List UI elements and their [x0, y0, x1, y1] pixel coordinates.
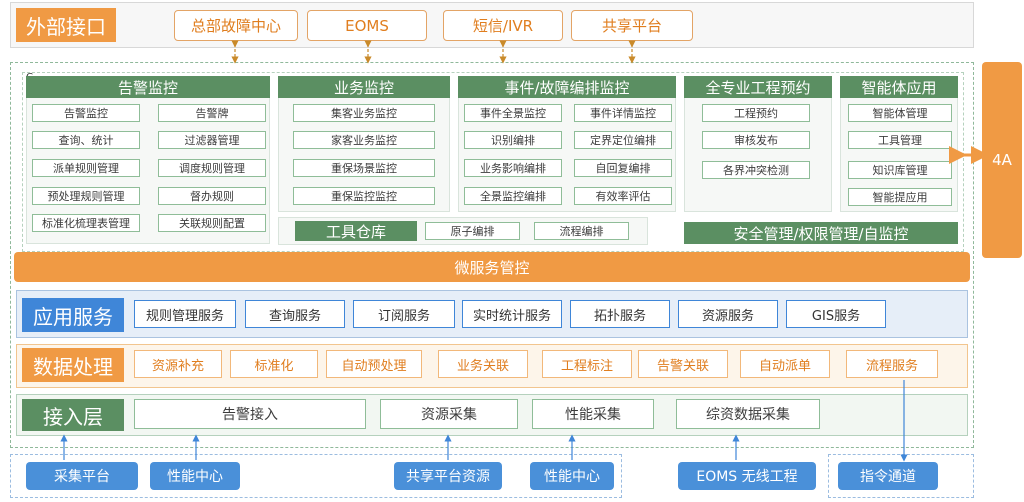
cell-overview-orch[interactable]: 全景监控编排: [464, 187, 562, 205]
cell-efficiency-eval[interactable]: 有效率评估: [574, 187, 672, 205]
data-auto-preprocess[interactable]: 自动预处理: [326, 350, 422, 378]
app-service-title: 应用服务: [22, 298, 124, 332]
access-layer-title: 接入层: [22, 399, 124, 431]
cell-knowledge-manage[interactable]: 知识库管理: [848, 161, 952, 179]
cell-auto-recover-orch[interactable]: 自回复编排: [574, 159, 672, 177]
source-eoms-wireless[interactable]: EOMS 无线工程: [678, 462, 816, 490]
cell-supervise-rules[interactable]: 督办规则: [158, 187, 266, 205]
microservice-management-bar[interactable]: 微服务管控: [14, 252, 970, 282]
cell-dispatch-rules[interactable]: 派单规则管理: [32, 159, 140, 177]
source-performance-center[interactable]: 性能中心: [150, 462, 240, 490]
access-alarm-ingest[interactable]: 告警接入: [134, 399, 366, 429]
cell-vip-monitor[interactable]: 重保监控监控: [293, 187, 435, 205]
app-resource-service[interactable]: 资源服务: [678, 300, 778, 328]
tools-warehouse-title: 工具仓库: [295, 221, 417, 241]
app-gis-service[interactable]: GIS服务: [786, 300, 886, 328]
app-query-service[interactable]: 查询服务: [245, 300, 345, 328]
app-rule-service[interactable]: 规则管理服务: [134, 300, 236, 328]
access-resource-collect[interactable]: 资源采集: [380, 399, 518, 429]
data-processing-title: 数据处理: [22, 348, 124, 382]
cell-schedule-rules[interactable]: 调度规则管理: [158, 159, 266, 177]
cell-impact-orch[interactable]: 业务影响编排: [464, 159, 562, 177]
main-platform-container: [10, 62, 974, 448]
cell-alarm-board[interactable]: 告警牌: [158, 104, 266, 122]
cell-alarm-monitor[interactable]: 告警监控: [32, 104, 140, 122]
cell-event-overview[interactable]: 事件全景监控: [464, 104, 562, 122]
side-4a-box[interactable]: 4A: [982, 62, 1022, 258]
cell-process-orchestration[interactable]: 流程编排: [534, 222, 629, 240]
app-subscribe-service[interactable]: 订阅服务: [353, 300, 455, 328]
group-event-fault-monitor-title: 事件/故障编排监控: [458, 76, 676, 98]
cell-project-booking[interactable]: 工程预约: [702, 104, 810, 122]
data-business-correlation[interactable]: 业务关联: [438, 350, 528, 378]
cell-preprocess-rules[interactable]: 预处理规则管理: [32, 187, 140, 205]
source-performance-center-2[interactable]: 性能中心: [530, 462, 614, 490]
cell-smart-app[interactable]: 智能提应用: [848, 188, 952, 206]
ext-sms-ivr[interactable]: 短信/IVR: [443, 10, 563, 41]
data-resource-supplement[interactable]: 资源补充: [134, 350, 222, 378]
cell-home-monitor[interactable]: 家客业务监控: [293, 131, 435, 149]
cell-review-publish[interactable]: 审核发布: [702, 131, 810, 149]
access-integrated-data-collect[interactable]: 综资数据采集: [676, 399, 820, 429]
cell-filter-manage[interactable]: 过滤器管理: [158, 131, 266, 149]
cell-correlation-config[interactable]: 关联规则配置: [158, 214, 266, 232]
group-agent-app-title: 智能体应用: [840, 76, 958, 98]
cell-atomic-orchestration[interactable]: 原子编排: [425, 222, 520, 240]
cell-standardize-table[interactable]: 标准化梳理表管理: [32, 214, 140, 232]
source-collection-platform[interactable]: 采集平台: [26, 462, 138, 490]
ext-shared-platform[interactable]: 共享平台: [571, 10, 693, 41]
cell-event-detail[interactable]: 事件详情监控: [574, 104, 672, 122]
ext-eoms[interactable]: EOMS: [307, 10, 427, 41]
group-engineering-booking-title: 全专业工程预约: [684, 76, 832, 98]
data-standardize[interactable]: 标准化: [230, 350, 318, 378]
ext-hq-fault-center[interactable]: 总部故障中心: [174, 10, 298, 41]
cell-identify-orch[interactable]: 识别编排: [464, 131, 562, 149]
cell-vip-scene-monitor[interactable]: 重保场景监控: [293, 159, 435, 177]
cell-locate-orch[interactable]: 定界定位编排: [574, 131, 672, 149]
app-realtime-stats-service[interactable]: 实时统计服务: [462, 300, 562, 328]
access-performance-collect[interactable]: 性能采集: [532, 399, 654, 429]
security-management-bar[interactable]: 安全管理/权限管理/自监控: [684, 222, 958, 244]
source-group-left: [10, 454, 622, 498]
source-command-channel[interactable]: 指令通道: [838, 462, 938, 490]
cell-enterprise-monitor[interactable]: 集客业务监控: [293, 104, 435, 122]
cell-query-stats[interactable]: 查询、统计: [32, 131, 140, 149]
external-interface-title: 外部接口: [16, 8, 116, 42]
group-business-monitor-title: 业务监控: [278, 76, 450, 98]
data-process-service[interactable]: 流程服务: [846, 350, 938, 378]
group-alarm-monitor-title: 告警监控: [26, 76, 270, 98]
app-topology-service[interactable]: 拓扑服务: [570, 300, 670, 328]
data-auto-dispatch[interactable]: 自动派单: [740, 350, 830, 378]
source-shared-resources[interactable]: 共享平台资源: [394, 462, 502, 490]
cell-tool-manage[interactable]: 工具管理: [848, 131, 952, 149]
data-alarm-correlation[interactable]: 告警关联: [638, 350, 728, 378]
cell-conflict-detect[interactable]: 各界冲突检测: [702, 161, 810, 179]
data-engineering-tag[interactable]: 工程标注: [542, 350, 632, 378]
cell-agent-manage[interactable]: 智能体管理: [848, 104, 952, 122]
